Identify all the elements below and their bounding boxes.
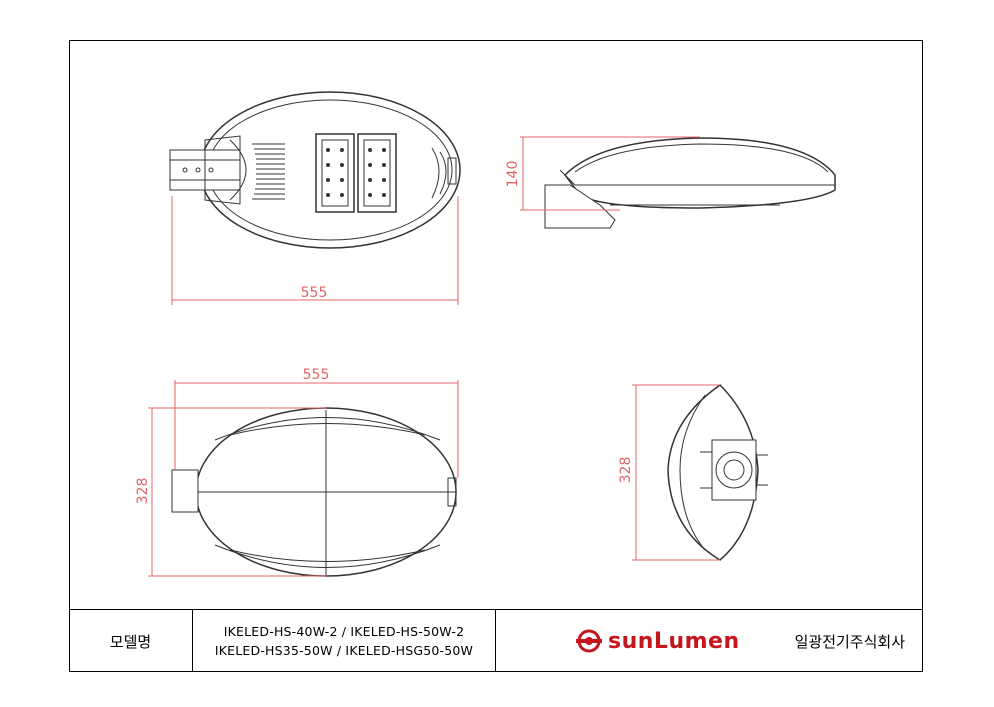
model-list: IKELED-HS-40W-2 / IKELED-HS-50W-2 IKELED…	[193, 610, 496, 672]
dim-bottom	[148, 380, 459, 577]
end-view	[667, 384, 768, 561]
dim-label-bottom-height: 328	[135, 478, 151, 505]
dim-label-end-height: 328	[618, 457, 634, 484]
brand-name: sunLumen	[608, 628, 740, 654]
model-line-2: IKELED-HS35-50W / IKELED-HSG50-50W	[214, 643, 474, 658]
dim-label-bottom-width: 555	[303, 367, 330, 383]
title-block: 모델명 IKELED-HS-40W-2 / IKELED-HS-50W-2 IK…	[69, 609, 923, 672]
top-view	[169, 91, 461, 249]
side-view	[544, 137, 836, 229]
dim-side-height	[520, 136, 700, 211]
sunlumen-logo-icon	[576, 629, 602, 653]
brand-logo: sunLumen	[576, 628, 740, 654]
dim-label-side-height: 140	[505, 161, 521, 188]
brand-cell: sunLumen 일광전기주식회사	[496, 610, 923, 672]
drawing-sheet	[69, 40, 923, 672]
model-label: 모델명	[69, 610, 193, 672]
bottom-view	[171, 407, 457, 577]
model-line-1: IKELED-HS-40W-2 / IKELED-HS-50W-2	[223, 624, 465, 639]
dim-label-top-width: 555	[301, 285, 328, 301]
dim-end-height	[632, 384, 720, 561]
dim-top-width	[171, 196, 459, 305]
company-name: 일광전기주식회사	[794, 632, 905, 651]
